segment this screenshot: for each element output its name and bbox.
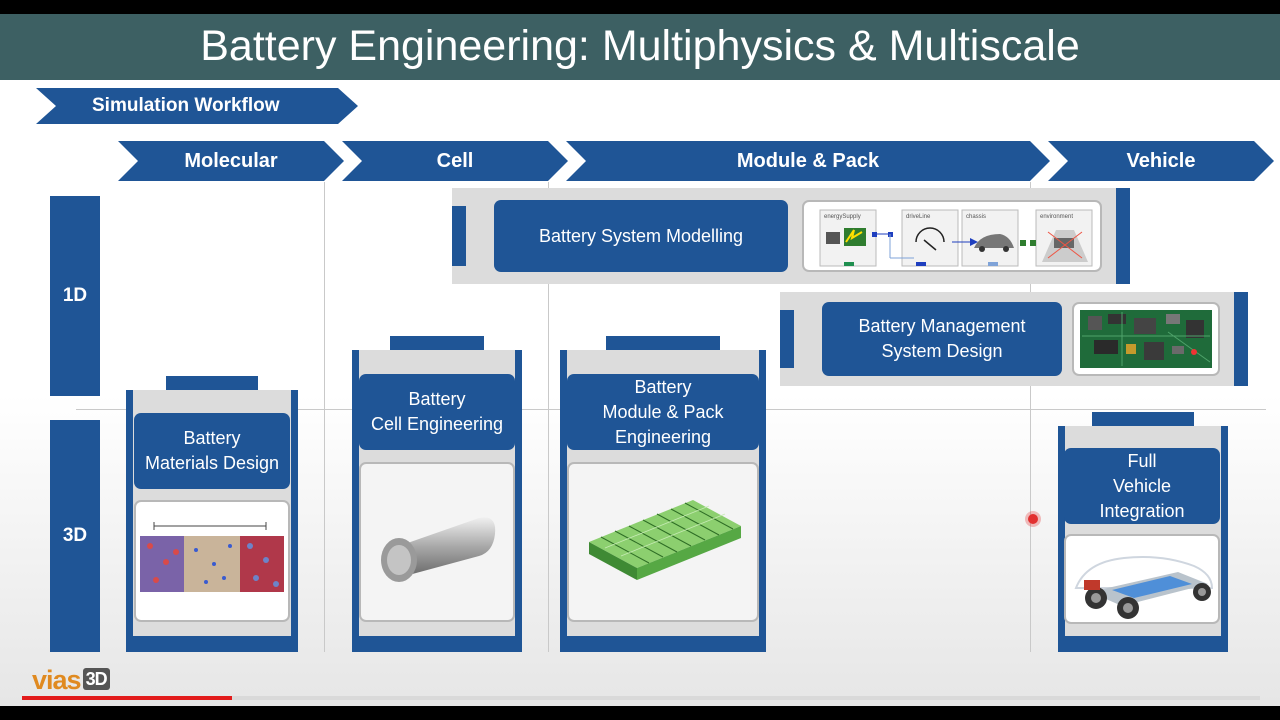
schematic-label: environment — [1040, 214, 1073, 220]
slide-title: Battery Engineering: Multiphysics & Mult… — [200, 22, 1080, 70]
workflow-label: Simulation Workflow — [36, 88, 358, 124]
pointer-indicator — [1028, 514, 1038, 524]
cylindrical-cell-image — [359, 462, 515, 622]
logo-suffix: 3D — [82, 668, 110, 690]
cell-label: Battery Cell Engineering — [359, 374, 515, 450]
battery-terminal — [452, 206, 466, 266]
video-progress-bar[interactable] — [22, 696, 1260, 700]
battery-base — [352, 636, 522, 652]
battery-cap — [1092, 412, 1194, 426]
battery-base — [560, 636, 766, 652]
module-label: Battery Module & Pack Engineering — [567, 374, 759, 450]
battery-base — [1058, 636, 1228, 652]
materials-label: Battery Materials Design — [134, 413, 290, 489]
vehicle-chassis-image — [1064, 534, 1220, 624]
battery-edge — [1234, 292, 1248, 386]
title-bar — [0, 14, 1280, 80]
molecular-structure-image — [134, 500, 290, 622]
schematic-label: chassis — [966, 214, 986, 220]
grid-line — [1030, 182, 1031, 652]
vehicle-label: Full Vehicle Integration — [1064, 448, 1220, 524]
battery-cap — [606, 336, 720, 350]
bms-label: Battery Management System Design — [822, 302, 1062, 376]
battery-cap — [390, 336, 484, 350]
grid-line — [548, 182, 549, 652]
stage-vehicle: Vehicle — [1048, 141, 1274, 181]
battery-pack-image — [567, 462, 759, 622]
stage-cell: Cell — [342, 141, 568, 181]
stage-module-pack: Module & Pack — [566, 141, 1050, 181]
battery-terminal — [780, 310, 794, 368]
pcb-board-image — [1072, 302, 1220, 376]
battery-cap — [166, 376, 258, 390]
system-schematic-image: energySupply driveLine chassis environme… — [802, 200, 1102, 272]
system-modelling-label: Battery System Modelling — [494, 200, 788, 272]
dimension-3d: 3D — [50, 420, 100, 652]
stage-molecular: Molecular — [118, 141, 344, 181]
grid-line — [324, 182, 325, 652]
video-progress-fill — [22, 696, 233, 700]
slide: Battery Engineering: Multiphysics & Mult… — [0, 14, 1280, 706]
schematic-label: energySupply — [824, 214, 861, 220]
schematic-label: driveLine — [906, 214, 931, 220]
dimension-1d: 1D — [50, 196, 100, 396]
battery-edge — [1116, 188, 1130, 284]
logo-text: vias — [32, 665, 82, 695]
battery-base — [126, 636, 298, 652]
